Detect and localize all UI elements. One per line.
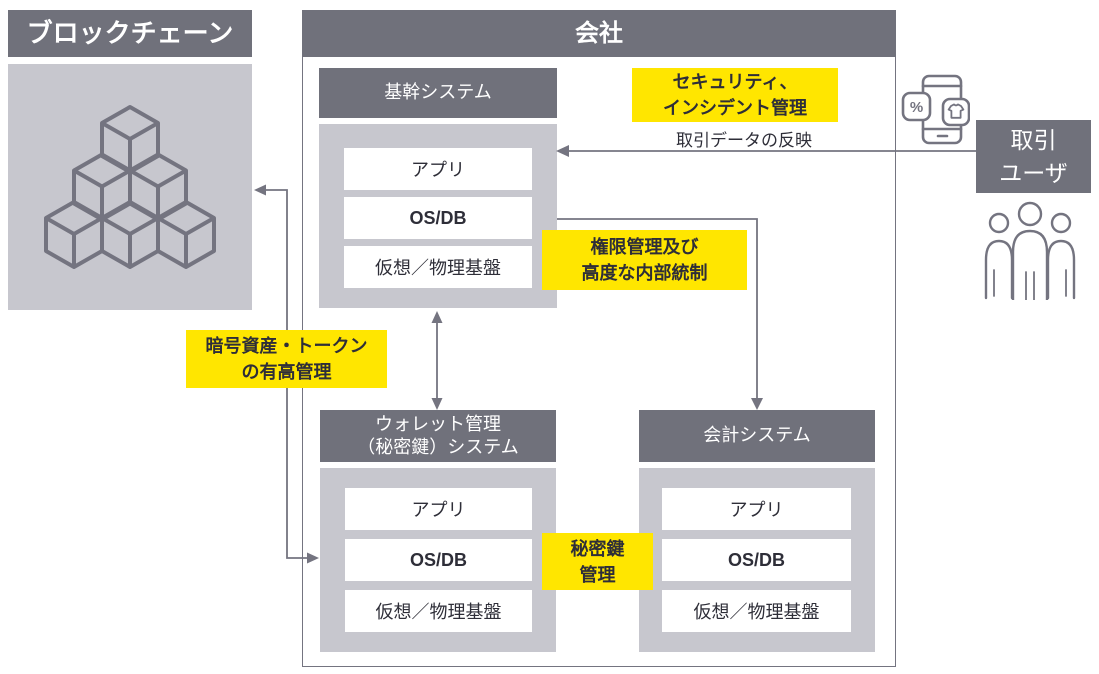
blockchain-title: ブロックチェーン — [26, 17, 234, 48]
blockchain-cubes-icon — [44, 105, 216, 269]
core-layer-app: アプリ — [344, 148, 532, 190]
accounting-layer-osdb: OS/DB — [662, 539, 851, 581]
private-key-label-line1: 秘密鍵 — [570, 538, 625, 559]
wallet-system-title-line1: ウォレット管理 — [375, 413, 501, 434]
core-system-title: 基幹システム — [384, 82, 492, 103]
tshirt-badge-icon — [941, 97, 970, 127]
authority-label-line1: 権限管理及び — [590, 237, 699, 257]
core-layer-osdb: OS/DB — [344, 197, 532, 239]
blockchain-panel — [8, 64, 252, 310]
wallet-system-title-line2: （秘密鍵）システム — [357, 437, 519, 457]
core-layer-infra: 仮想／物理基盤 — [344, 246, 532, 288]
svg-text:%: % — [910, 99, 923, 116]
accounting-layer-app: アプリ — [662, 488, 851, 530]
security-incident-label: セキュリティ、 インシデント管理 — [632, 68, 838, 122]
crypto-assets-label-line1: 暗号資産・トークン — [205, 336, 368, 356]
security-label-line2: インシデント管理 — [663, 98, 807, 118]
company-title: 会社 — [575, 19, 623, 47]
smartphone-icon: % — [900, 72, 970, 148]
crypto-assets-label: 暗号資産・トークン の有高管理 — [186, 330, 387, 388]
users-icon — [982, 200, 1078, 300]
security-label-line1: セキュリティ、 — [672, 72, 798, 92]
accounting-system-title: 会計システム — [703, 425, 811, 446]
percent-badge-icon: % — [901, 91, 932, 122]
company-header: 会社 — [302, 10, 896, 57]
wallet-layer-osdb: OS/DB — [345, 539, 532, 581]
wallet-system-header: ウォレット管理 （秘密鍵）システム — [320, 410, 556, 462]
authority-label-line2: 高度な内部統制 — [581, 263, 708, 283]
trading-user-line2: ユーザ — [999, 159, 1068, 186]
authority-control-label: 権限管理及び 高度な内部統制 — [542, 230, 747, 290]
private-key-label: 秘密鍵 管理 — [542, 533, 653, 590]
blockchain-header: ブロックチェーン — [8, 10, 252, 57]
transaction-data-note: 取引データの反映 — [676, 131, 812, 150]
accounting-layer-infra: 仮想／物理基盤 — [662, 590, 851, 632]
trading-user-line1: 取引 — [1010, 126, 1057, 153]
core-system-header: 基幹システム — [319, 68, 557, 118]
wallet-layer-app: アプリ — [345, 488, 532, 530]
wallet-layer-infra: 仮想／物理基盤 — [345, 590, 532, 632]
private-key-label-line2: 管理 — [579, 564, 616, 585]
trading-user-box: 取引 ユーザ — [976, 120, 1091, 193]
crypto-assets-label-line2: の有高管理 — [241, 362, 332, 382]
accounting-system-header: 会計システム — [639, 410, 875, 462]
